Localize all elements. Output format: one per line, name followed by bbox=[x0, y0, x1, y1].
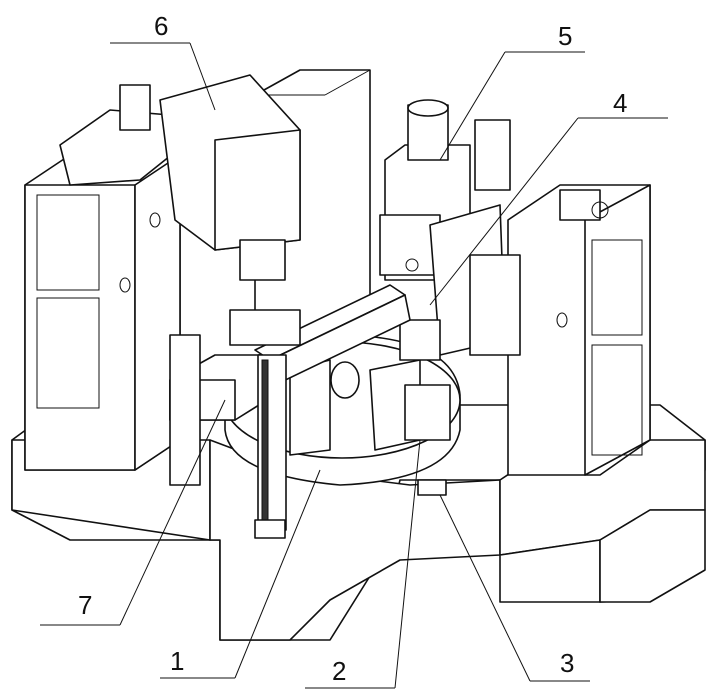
callout-5: 5 bbox=[440, 21, 585, 160]
hood-unit-6 bbox=[160, 75, 300, 280]
callout-label: 2 bbox=[332, 656, 346, 686]
callout-label: 6 bbox=[154, 11, 168, 41]
right-column bbox=[508, 185, 650, 475]
callout-label: 7 bbox=[78, 590, 92, 620]
callout-label: 5 bbox=[558, 21, 572, 51]
callout-label: 4 bbox=[613, 88, 627, 118]
callout-label: 3 bbox=[560, 648, 574, 678]
callout-label: 1 bbox=[170, 646, 184, 676]
